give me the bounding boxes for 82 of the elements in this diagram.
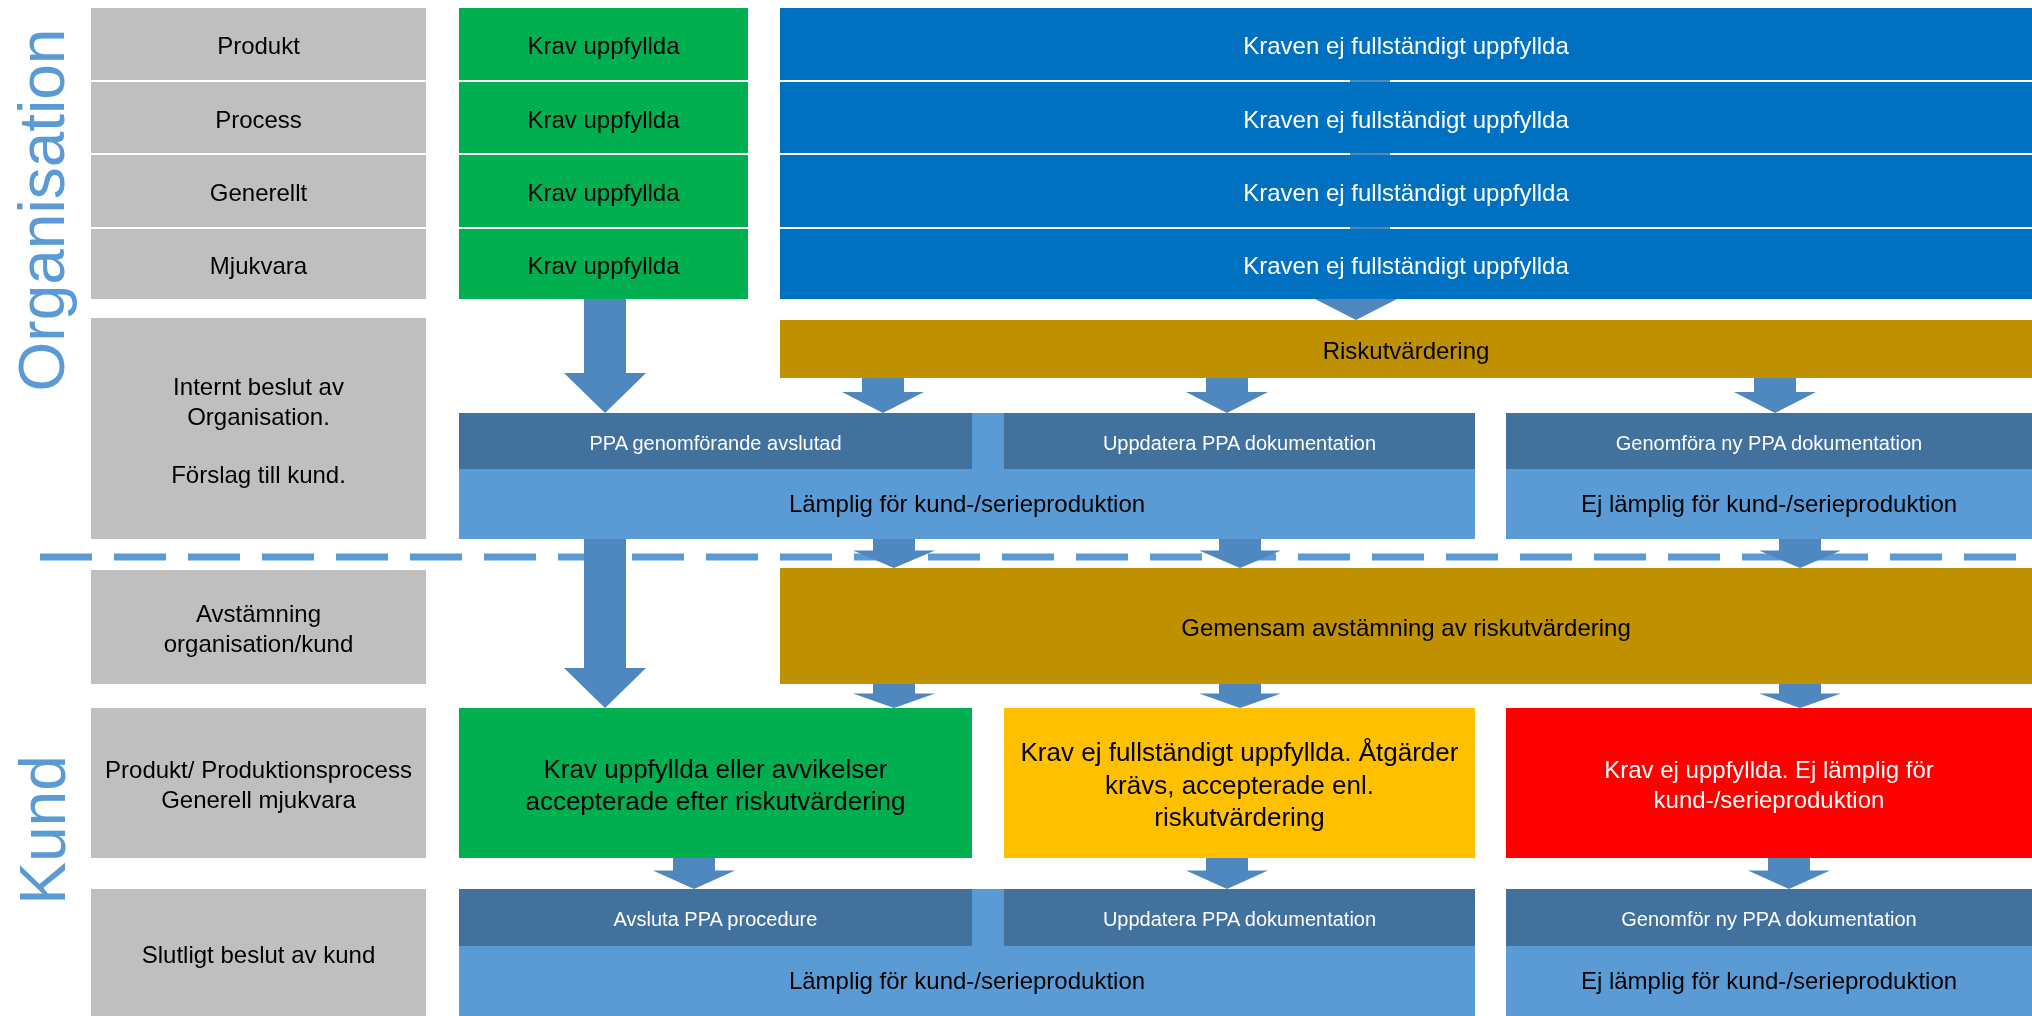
status-bar <box>780 229 2032 299</box>
block-arrow <box>1734 378 1816 413</box>
outcome-panel <box>459 413 1475 539</box>
box-text: Genomföra ny PPA dokumentation <box>1615 430 1923 456</box>
block-arrow <box>564 299 646 413</box>
assessment-bar <box>780 568 2032 684</box>
box-text: Riskutvärdering <box>1322 336 1490 366</box>
block-arrow <box>1199 539 1281 568</box>
result-box <box>459 708 972 858</box>
block-arrow <box>1748 858 1830 889</box>
block-arrow <box>842 378 924 413</box>
row-label-box <box>91 229 426 299</box>
row-label-box <box>91 708 426 858</box>
box-text: Lämplig för kund-/serieproduktion <box>788 965 1146 996</box>
box-text: Krav uppfyllda <box>527 178 680 208</box>
box-text: Kraven ej fullständigt uppfyllda <box>1243 251 1569 281</box>
outcome-panel <box>1506 413 2032 539</box>
box-text: Avsluta PPA procedure <box>613 907 818 932</box>
box-text: Krav uppfyllda <box>527 104 680 135</box>
block-arrow <box>653 858 735 889</box>
box-text: Ej lämplig för kund-/serieproduktion <box>1580 489 1958 519</box>
assessment-bar <box>780 320 2032 378</box>
box-text: Slutligt beslut av kund <box>141 939 376 970</box>
result-box <box>1506 708 2032 858</box>
block-arrow <box>1759 684 1841 708</box>
block-arrow <box>1186 858 1268 889</box>
outcome-panel <box>1506 889 2032 1016</box>
box-text: Förslag till kund. <box>171 459 346 490</box>
action-header <box>1506 889 2032 946</box>
box-text: Uppdatera PPA dokumentation <box>1102 907 1377 932</box>
box-text: Mjukvara <box>209 251 308 281</box>
box-text: Internt beslut av Organisation. <box>172 371 345 432</box>
block-arrow <box>1199 684 1281 708</box>
outcome-panel <box>459 889 1475 1016</box>
block-arrow <box>853 684 935 708</box>
box-text: Avstämning organisation/kund <box>162 599 355 659</box>
block-arrow <box>564 539 646 708</box>
block-arrow <box>1186 378 1268 413</box>
row-label-box <box>91 318 426 539</box>
action-header <box>1004 889 1475 946</box>
status-bar <box>459 229 748 299</box>
box-text: Ej lämplig för kund-/serieproduktion <box>1580 965 1958 996</box>
action-header <box>459 413 972 469</box>
box-text: Lämplig för kund-/serieproduktion <box>788 489 1146 519</box>
status-bar <box>780 82 2032 153</box>
connector-bar <box>1350 153 1390 155</box>
box-text: PPA genomförande avslutad <box>589 430 842 456</box>
box-text: Kraven ej fullständigt uppfyllda <box>1243 31 1569 61</box>
row-label-box <box>91 570 426 684</box>
box-text: Krav ej uppfyllda. Ej lämplig för kund-/serieproduktion <box>1603 755 1935 815</box>
block-arrow <box>1315 299 1397 320</box>
row-label-box <box>91 889 426 1016</box>
box-text: Uppdatera PPA dokumentation <box>1102 430 1377 456</box>
status-bar <box>459 155 748 227</box>
connector-bar <box>1350 227 1390 229</box>
row-label-box <box>91 155 426 227</box>
row-label-box <box>91 8 426 80</box>
status-bar <box>459 8 748 80</box>
result-box <box>1004 708 1475 858</box>
box-text: Krav ej fullständigt uppfyllda. Åtgärder krävs, accepterade enl. riskutvärdering <box>1019 736 1460 834</box>
action-header <box>1004 413 1475 469</box>
box-text: Produkt/ Produktionsprocess Generell mjukvara <box>105 755 412 815</box>
box-text: Genomför ny PPA dokumentation <box>1621 907 1917 932</box>
section-label: Kund <box>10 755 75 905</box>
action-header <box>459 889 972 946</box>
box-text: Krav uppfyllda eller avvikelser accepterade efter riskutvärdering <box>524 752 907 818</box>
box-text: Kraven ej fullständigt uppfyllda <box>1243 178 1569 208</box>
row-label-box <box>91 82 426 153</box>
box-text: Krav uppfyllda <box>527 31 680 61</box>
status-bar <box>780 8 2032 80</box>
connector-bar <box>1350 80 1390 82</box>
block-arrow <box>1759 539 1841 568</box>
action-header <box>1506 413 2032 469</box>
box-text: Kraven ej fullständigt uppfyllda <box>1243 104 1569 135</box>
status-bar <box>780 155 2032 227</box>
block-arrow <box>853 539 935 568</box>
box-text: Generellt <box>209 178 308 208</box>
box-text: Produkt <box>217 31 300 61</box>
box-text: Krav uppfyllda <box>527 251 680 281</box>
box-text: Process <box>215 104 302 135</box>
box-text: Gemensam avstämning av riskutvärdering <box>1181 613 1631 643</box>
status-bar <box>459 82 748 153</box>
